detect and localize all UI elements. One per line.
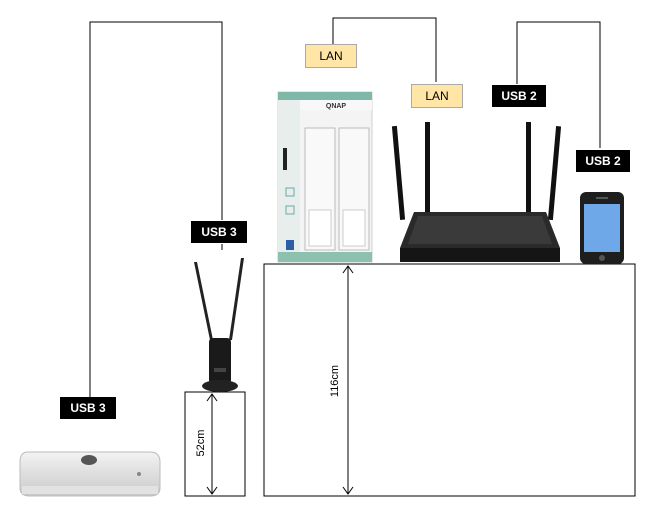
cable-nas-to-router (332, 17, 437, 82)
nas-brand-text: QNAP (326, 103, 347, 110)
phone-icon (580, 192, 624, 264)
stool-height-text: 52cm (195, 429, 207, 457)
usb3-label-adapter: USB 3 (191, 221, 247, 243)
router-icon (391, 122, 562, 262)
stool-dimension-arrow (206, 393, 218, 495)
lan-label-nas: LAN (305, 44, 357, 68)
table-height-text: 116cm (329, 364, 341, 398)
wifi-adapter-icon (194, 258, 244, 392)
usb2-label-phone: USB 2 (576, 150, 630, 172)
table-dimension-arrow (342, 265, 354, 495)
connection-lines (89, 17, 601, 402)
table-box (263, 263, 636, 497)
usb3-label-mac: USB 3 (60, 397, 116, 419)
lan-label-router: LAN (411, 84, 463, 108)
nas-icon (277, 91, 373, 263)
usb2-label-router: USB 2 (492, 85, 546, 107)
stool-box (184, 391, 246, 497)
mac-mini-icon (19, 451, 161, 497)
cable-mac-to-nas (89, 21, 223, 402)
cable-router-to-phone (516, 21, 601, 148)
